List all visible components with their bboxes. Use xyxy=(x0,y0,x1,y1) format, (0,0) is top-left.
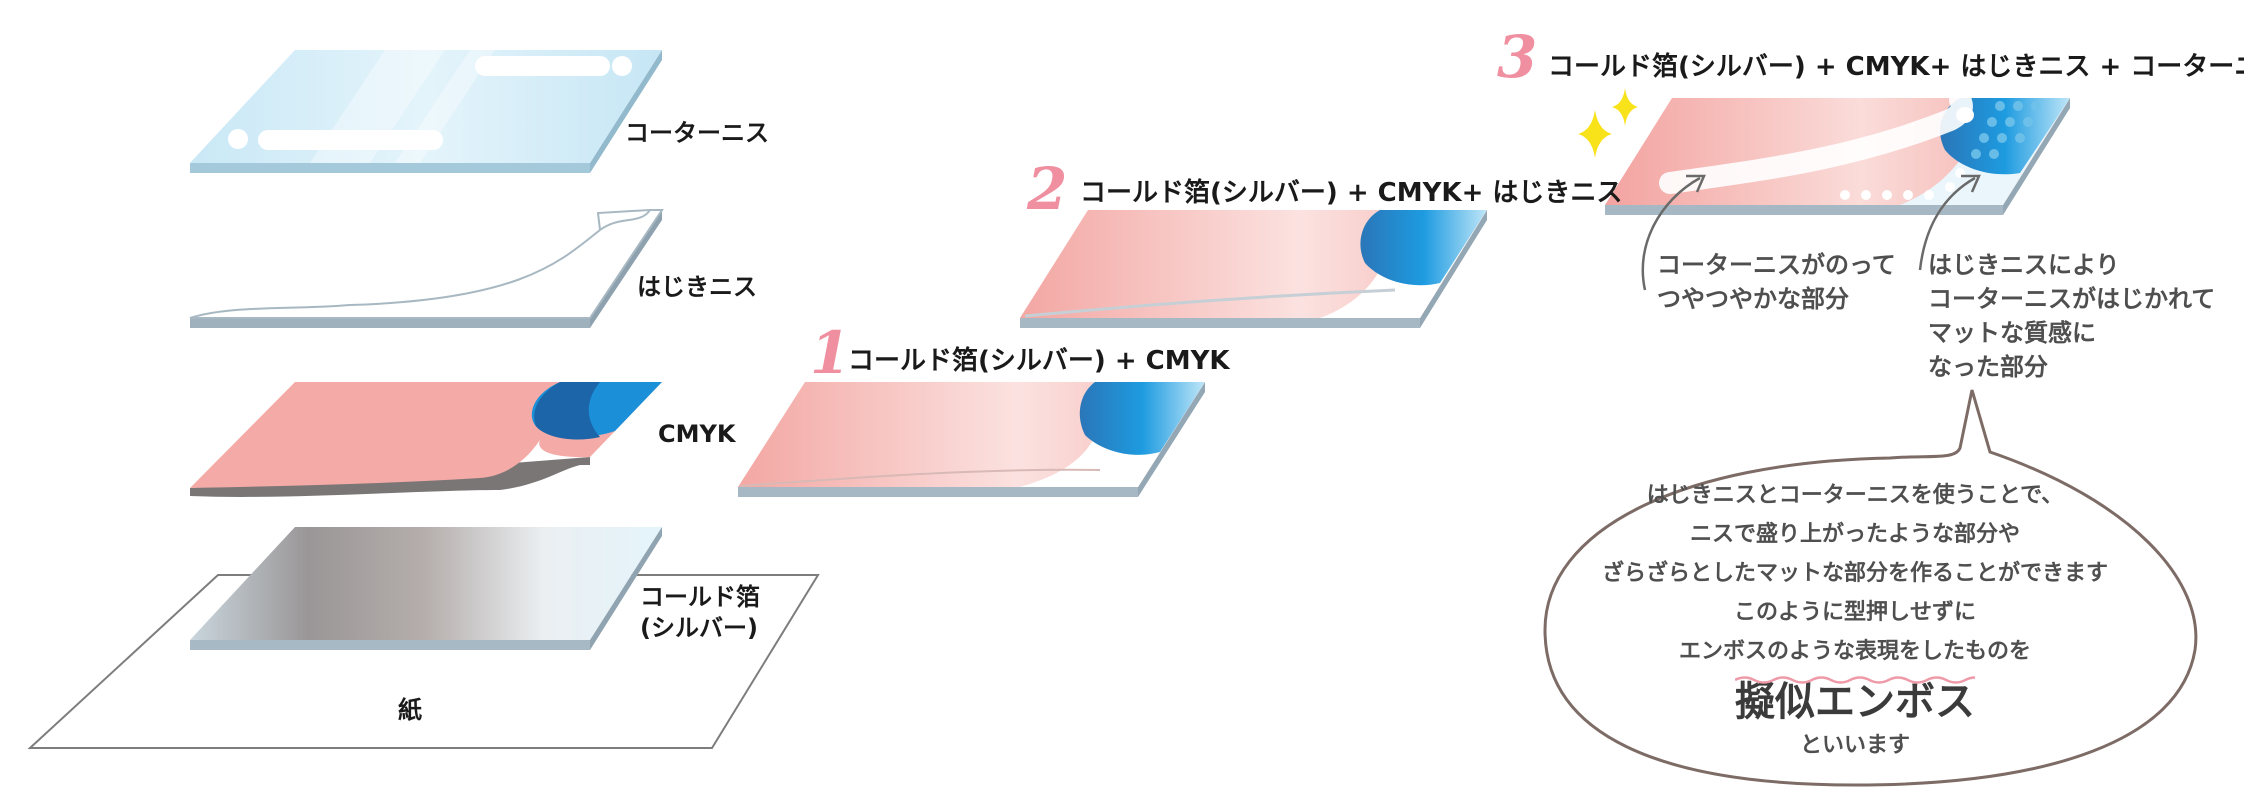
step2-label: コールド箔(シルバー) + CMYK+ はじきニス xyxy=(1080,178,1623,208)
annotation-glossy-line2: つやつやかな部分 xyxy=(1657,285,1849,313)
sparkle-icon-small xyxy=(1612,88,1638,126)
label-cold-foil: コールド箔 (シルバー) xyxy=(640,582,760,644)
bubble-text: はじきニスとコーターニスを使うことで、 ニスで盛り上がったような部分や ざらざら… xyxy=(1555,476,2155,763)
matte-arrow xyxy=(1918,176,1976,271)
bubble-line-3: ざらざらとしたマットな部分を作ることができます xyxy=(1601,561,2108,586)
repel-varnish-plate xyxy=(189,209,664,328)
bubble-line-4: このように型押しせずに xyxy=(1733,600,1976,625)
step3-number: 3 xyxy=(1497,23,1538,91)
step1-plate xyxy=(738,382,1205,497)
annotation-matte-line1: はじきニスにより xyxy=(1928,251,2120,279)
label-coater-varnish: コーターニス xyxy=(625,119,769,147)
label-cmyk: CMYK xyxy=(658,420,736,448)
cold-foil-plate xyxy=(190,527,662,650)
emphasis-text: 擬似エンボス xyxy=(1735,679,1975,725)
speech-bubble xyxy=(1543,389,2198,787)
step1-label: コールド箔(シルバー) + CMYK xyxy=(848,346,1230,376)
emphasis-term: 擬似エンボス xyxy=(1735,675,1975,729)
bubble-line-2: ニスで盛り上がったような部分や xyxy=(1689,522,2020,547)
annotation-matte-line4: なった部分 xyxy=(1928,353,2048,381)
step3-label: コールド箔(シルバー) + CMYK+ はじきニス + コーターニス xyxy=(1548,52,2244,82)
sparkle-icon xyxy=(1578,110,1612,158)
bubble-line-1: はじきニスとコーターニスを使うことで、 xyxy=(1646,483,2064,508)
step1-number: 1 xyxy=(810,319,851,387)
step2-plate xyxy=(1020,210,1487,328)
annotation-glossy-line1: コーターニスがのって xyxy=(1657,251,1896,279)
annotation-glossy: コーターニスがのって つやつやかな部分 xyxy=(1657,248,1896,316)
label-repel-varnish: はじきニス xyxy=(637,273,757,301)
annotation-matte: はじきニスにより コーターニスがはじかれて マットな質感に なった部分 xyxy=(1928,248,2215,384)
annotation-matte-line2: コーターニスがはじかれて xyxy=(1928,285,2216,313)
step3-plate xyxy=(1605,89,2070,215)
bubble-line-5: エンボスのような表現をしたものを xyxy=(1678,639,2031,664)
glossy-arrow xyxy=(1641,176,1701,291)
annotation-matte-line3: マットな質感に xyxy=(1928,319,2096,347)
bubble-emphasis: 擬似エンボス xyxy=(1555,675,2155,729)
coater-varnish-plate xyxy=(190,50,662,173)
wavy-underline xyxy=(1735,676,1975,684)
bubble-tail-line: といいます xyxy=(1799,733,1910,758)
label-cold-foil-line1: コールド箔 xyxy=(640,583,760,611)
label-cold-foil-line2: (シルバー) xyxy=(640,614,758,642)
cmyk-plate xyxy=(190,382,662,497)
step2-number: 2 xyxy=(1027,155,1068,223)
label-paper: 紙 xyxy=(398,696,422,724)
